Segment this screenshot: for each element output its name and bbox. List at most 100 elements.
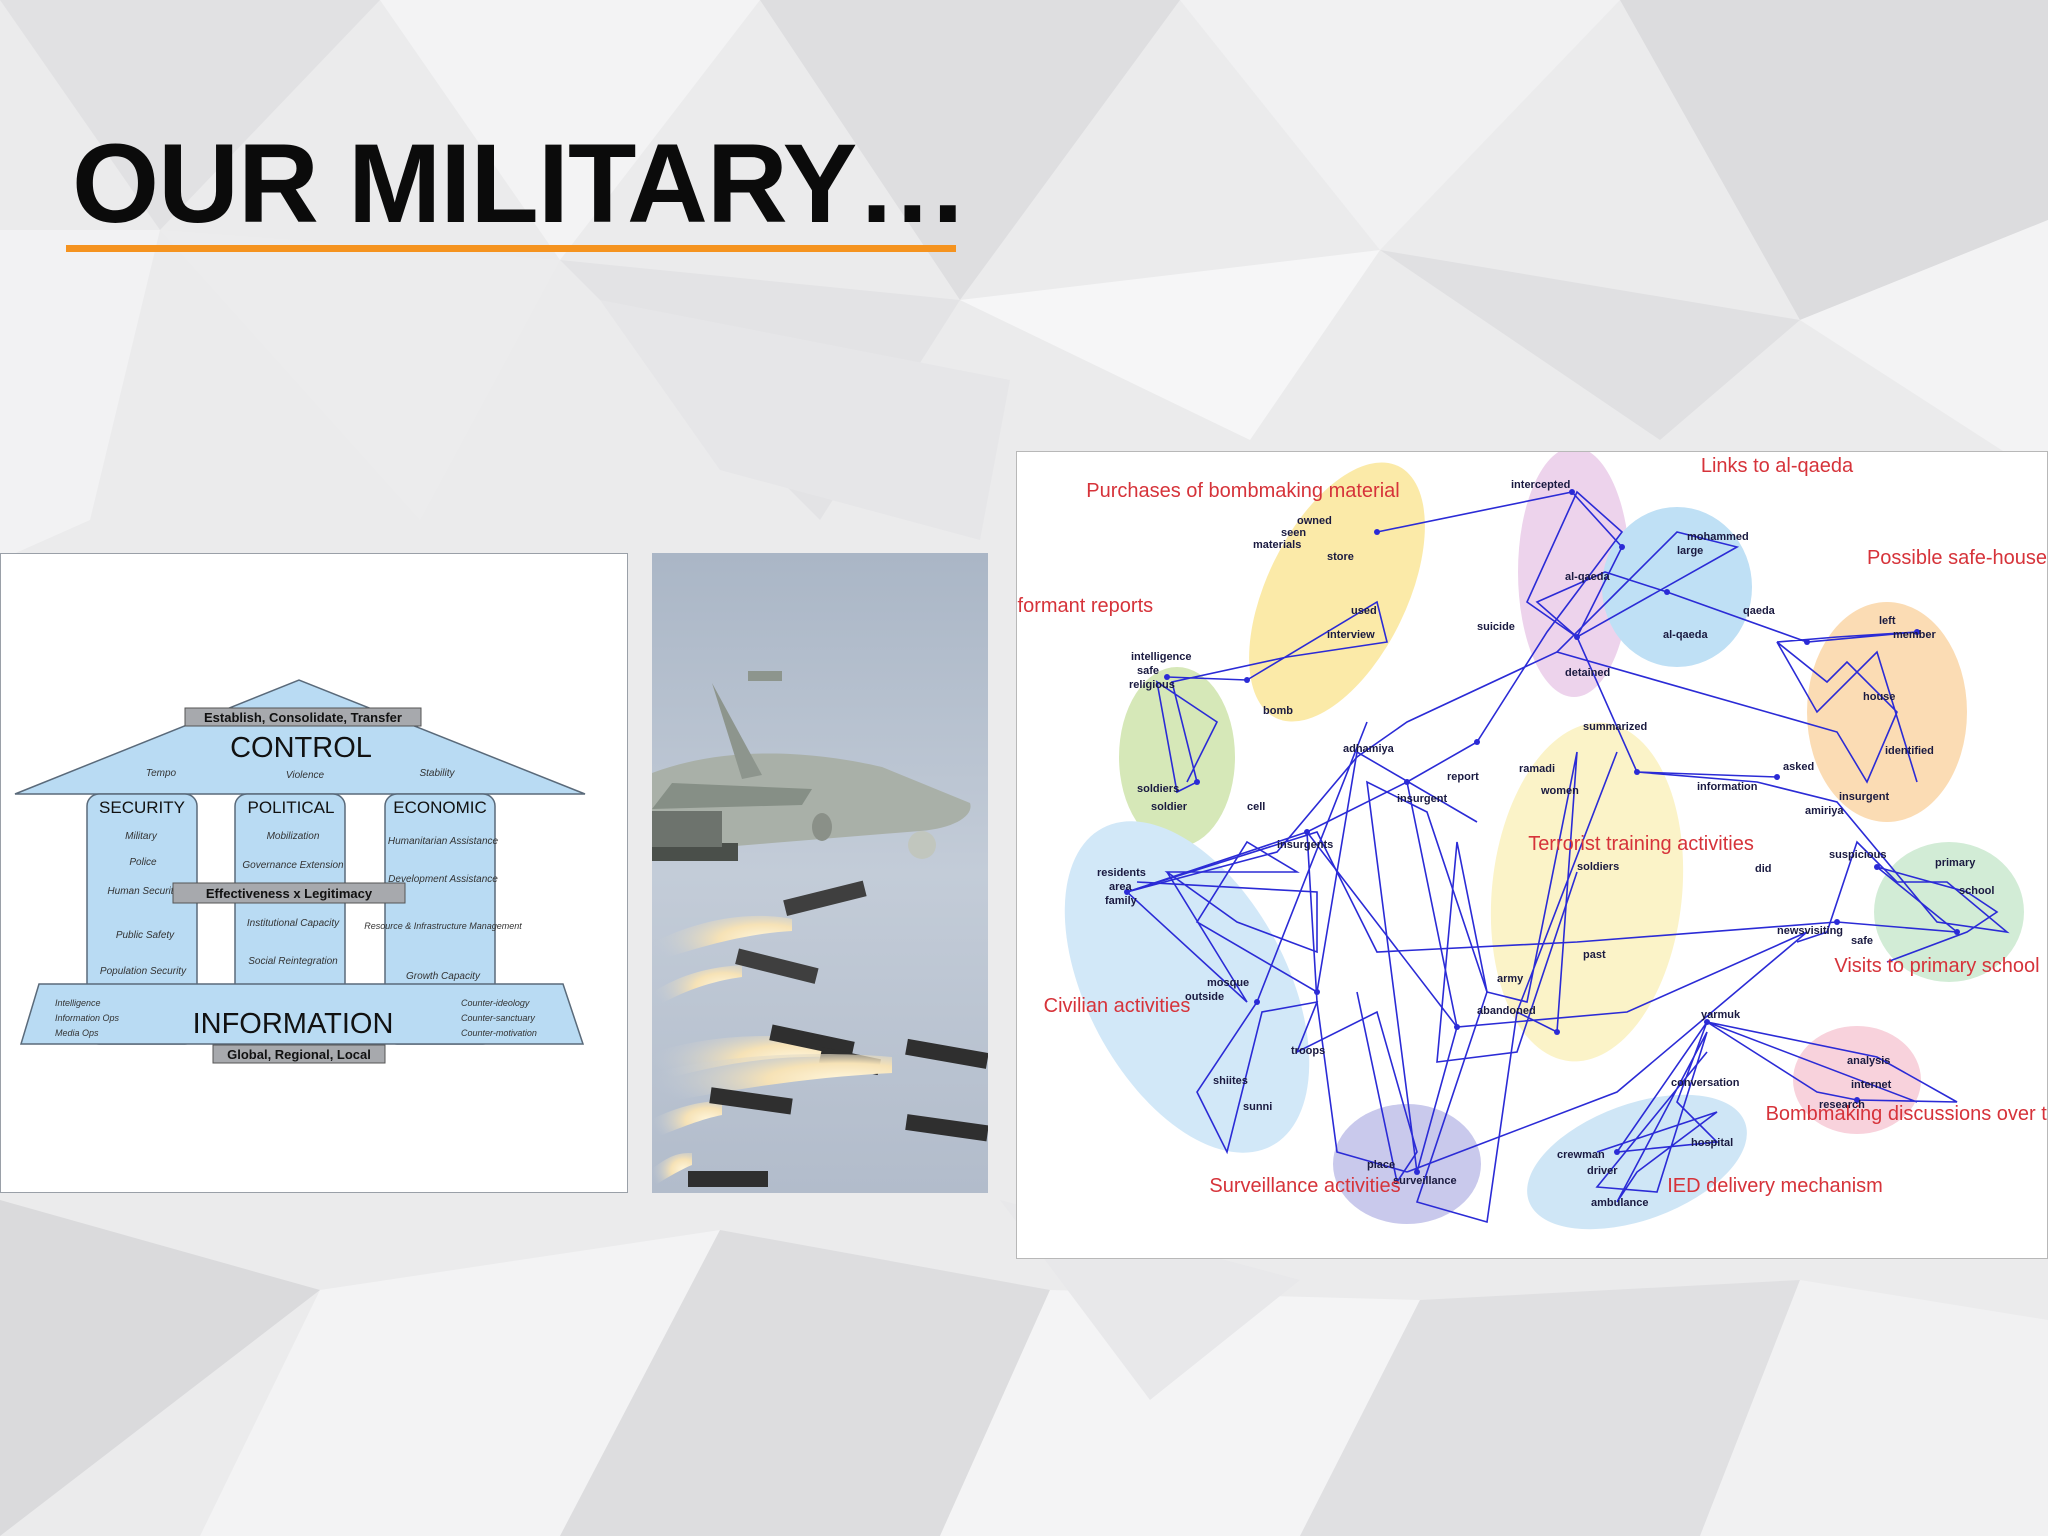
node-word: seen [1281,527,1306,539]
cluster-bg-surveillance [1333,1104,1481,1224]
node-word: hospital [1691,1137,1733,1149]
node-word: safe [1137,665,1159,677]
drone-fuselage [652,753,971,853]
pillar-item: Humanitarian Assistance [388,836,499,847]
node-word: mohammed [1687,531,1749,543]
node-word: large [1677,545,1703,557]
roof-title: CONTROL [230,732,372,764]
node-word: asked [1783,761,1814,773]
node-word: army [1497,973,1524,985]
cluster-bg-training [1490,722,1684,1062]
pillar-item: Governance Extension [242,860,344,871]
node-word: soldiers [1577,861,1619,873]
base-title: INFORMATION [193,1008,394,1040]
pillar-item: Development Assistance [388,874,498,885]
pillar-item: Human Security [107,886,179,897]
node-word: store [1327,551,1354,563]
pillar-diagram-svg: Establish, Consolidate, Transfer CONTROL… [14,679,586,1064]
node-word: newsvisiting [1777,925,1843,937]
node-word: residents [1097,867,1146,879]
node-word: primary [1935,857,1976,869]
node-word: cell [1247,801,1265,813]
base-left-item: Information Ops [55,1013,120,1023]
node-word: insurgent [1839,791,1889,803]
node-words: owned seen materials store used intervie… [1097,479,1994,1209]
node-word: member [1893,629,1937,641]
cluster-label: Possible safe-house [1867,547,2047,569]
node-word: outside [1185,991,1224,1003]
node-word: school [1959,885,1994,897]
node-word: surveillance [1393,1175,1457,1187]
base-left-item: Intelligence [55,998,101,1008]
node-word: materials [1253,539,1301,551]
network-graph: owned seen materials store used intervie… [1016,451,2048,1259]
cluster-label: Surveillance activities [1209,1175,1400,1197]
node-word: al-qaeda [1663,629,1709,641]
node-word: family [1105,895,1138,907]
pillar-item: Public Safety [116,930,175,941]
node-word: yarmuk [1701,1009,1741,1021]
node-word: report [1447,771,1479,783]
node-word: research [1819,1099,1865,1111]
network-nodes [1124,489,1960,1175]
node-word: women [1540,785,1579,797]
node-word: crewman [1557,1149,1605,1161]
node-word: detained [1565,667,1610,679]
pillar-item: Social Reintegration [248,956,338,967]
node-word: information [1697,781,1758,793]
node-word: insurgents [1277,839,1333,851]
node-word: qaeda [1743,605,1776,617]
node-word: al-qaeda [1565,571,1611,583]
node-word: bomb [1263,705,1293,717]
node-word: safe [1851,935,1873,947]
coin-pillar-diagram: Establish, Consolidate, Transfer CONTROL… [0,553,628,1193]
node-word: house [1863,691,1895,703]
cluster-bg-ied [1527,1094,1747,1230]
base-left-item: Media Ops [55,1028,99,1038]
pillar-title-security: SECURITY [99,798,185,817]
cluster-label: Purchases of bombmaking material [1086,480,1399,502]
node-word: adhamiya [1343,743,1395,755]
base-banner: Global, Regional, Local [227,1047,371,1062]
cluster-label: Links to al-qaeda [1701,455,1854,477]
missile-group [652,880,988,1187]
pillar-title-political: POLITICAL [248,798,335,817]
pillar-title-economic: ECONOMIC [393,798,487,817]
pillar-item: Police [129,857,157,868]
cluster-bg-alqaeda [1602,507,1752,667]
node-word: insurgent [1397,793,1447,805]
node-word: owned [1297,515,1332,527]
roof-sub-2: Violence [286,770,325,781]
cluster-label: Bombmaking discussions over the Internet [1766,1103,2048,1125]
roof-sub-1: Tempo [146,768,177,779]
node-word: analysis [1847,1055,1890,1067]
cluster-label: Terrorist training activities [1528,833,1754,855]
drone-tail [712,683,762,779]
node-word: intercepted [1511,479,1570,491]
cluster-bg-safehouse [1807,602,1967,822]
node-word: soldiers [1137,783,1179,795]
base-banner-box [212,1044,386,1064]
cluster-label: Visits to primary school [1834,955,2039,977]
node-word: shiites [1213,1075,1248,1087]
roof-banner: Establish, Consolidate, Transfer [204,710,402,725]
node-word: did [1755,863,1772,875]
node-word: ramadi [1519,763,1555,775]
node-word: religious [1129,679,1175,691]
node-word: soldier [1151,801,1188,813]
node-word: interview [1327,629,1375,641]
base-right-item: Counter-ideology [461,998,530,1008]
node-word: intelligence [1131,651,1192,663]
node-word: area [1109,881,1133,893]
node-word: mosque [1207,977,1249,989]
node-word: suspicious [1829,849,1886,861]
node-word: summarized [1583,721,1647,733]
node-word: place [1367,1159,1395,1171]
drone-illustration [652,553,988,1193]
base-right-item: Counter-motivation [461,1028,537,1038]
pillar-item: Institutional Capacity [247,918,340,929]
node-word: driver [1587,1165,1618,1177]
crossbar-box [172,882,406,904]
pillar-item: Mobilization [267,831,320,842]
cluster-bg-internet [1793,1026,1921,1134]
